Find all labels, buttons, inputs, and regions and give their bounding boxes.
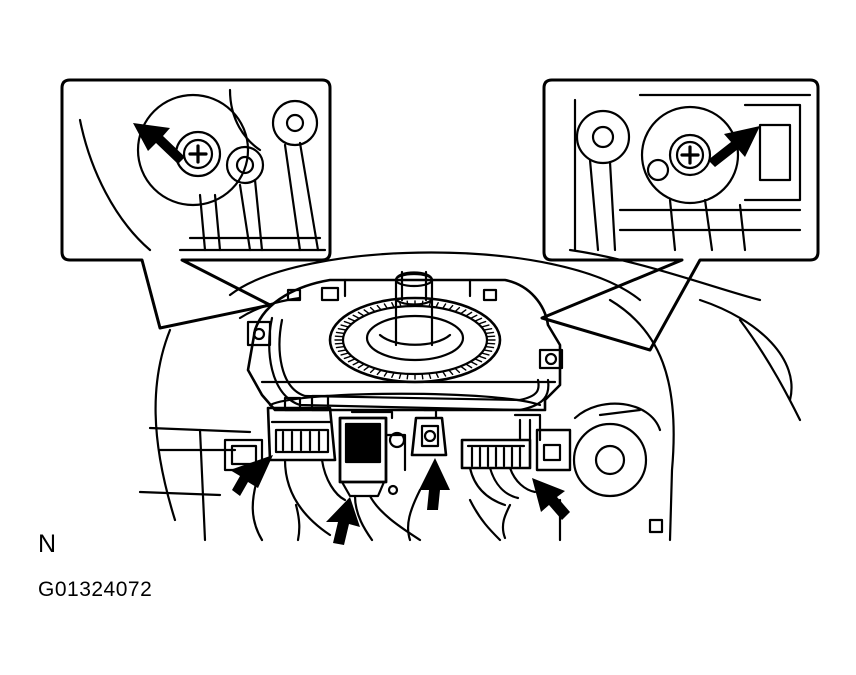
rotor-tooth (357, 363, 365, 369)
rotor-tooth (340, 352, 350, 356)
rotor-tooth (474, 317, 483, 322)
rotor-tooth (460, 365, 467, 371)
arrow-icon (133, 123, 185, 164)
rotor-tooth (465, 363, 473, 369)
arrow-icon (326, 497, 360, 545)
rotor-tooth (484, 331, 495, 335)
rotor-tooth (391, 302, 395, 309)
rotor-tooth (398, 301, 402, 308)
rotor-tooth (477, 320, 487, 325)
arrow-icon (532, 478, 570, 520)
rotor-tooth (465, 311, 473, 317)
background-parts (138, 248, 802, 542)
figure-code-label: G01324072 (38, 578, 153, 601)
rotor-tooth (448, 304, 454, 311)
rotor-tooth (376, 369, 382, 376)
arrow-icon (230, 455, 273, 496)
rotor-tooth (363, 365, 370, 371)
rotor-tooth (376, 304, 382, 311)
rotor-tooth (406, 300, 409, 307)
rotor-tooth (483, 349, 493, 352)
rotor-tooth (470, 360, 478, 366)
rotor-tooth (470, 314, 478, 320)
rotor-tooth (477, 355, 487, 360)
rotor-tooth (369, 306, 376, 313)
rotor-tooth (391, 371, 395, 378)
rotor-tooth (486, 342, 496, 345)
rotor-tooth (460, 309, 467, 315)
rotor-tooth (383, 370, 389, 377)
rotor-tooth (340, 324, 350, 328)
rotor-tooth (480, 324, 490, 328)
rotor-tooth (406, 373, 409, 380)
rotor-tooth (421, 373, 424, 380)
rotor-tooth (369, 367, 376, 374)
rotor-tooth (337, 349, 347, 352)
screw-icon (182, 138, 214, 170)
rotor-tooth (334, 335, 344, 338)
rotor-tooth (435, 302, 439, 309)
rotor-tooth (363, 309, 370, 315)
rotor-tooth (483, 328, 493, 331)
rotor-tooth (398, 372, 402, 379)
connectors (266, 394, 572, 542)
rotor-tooth (343, 320, 353, 325)
rotor-tooth (334, 342, 344, 345)
rotor-tooth (454, 306, 461, 313)
rotor-tooth (484, 345, 495, 349)
rotor-tooth (480, 352, 490, 356)
rotor-tooth (352, 360, 360, 366)
arrow-icon (708, 126, 760, 167)
rotor-tooth (486, 335, 496, 338)
rotor-tooth (357, 311, 365, 317)
rotor-tooth (441, 303, 447, 310)
rotor-tooth (421, 300, 424, 307)
right-inset-callout (540, 78, 820, 352)
rotor-tooth (343, 355, 353, 360)
rotor-tooth (454, 367, 461, 374)
rotor-tooth (337, 328, 347, 331)
screw-icon (675, 140, 705, 170)
rotor-tooth (383, 303, 389, 310)
rotor-tooth (335, 331, 346, 335)
rotor-tooth (474, 358, 483, 363)
arrow-icon (419, 458, 450, 510)
rotor-teeth (334, 300, 496, 380)
rotor-tooth (352, 314, 360, 320)
rotor-tooth (448, 369, 454, 376)
rotor-tooth (335, 345, 346, 349)
spiral-cable-assembly (238, 270, 564, 412)
rotor-tooth (441, 370, 447, 377)
rotor-tooth (428, 301, 432, 308)
rotor-tooth (428, 372, 432, 379)
rotor-tooth (347, 358, 356, 363)
view-letter-label: N (38, 530, 57, 558)
rotor-tooth (347, 317, 356, 322)
rotor-tooth (435, 371, 439, 378)
